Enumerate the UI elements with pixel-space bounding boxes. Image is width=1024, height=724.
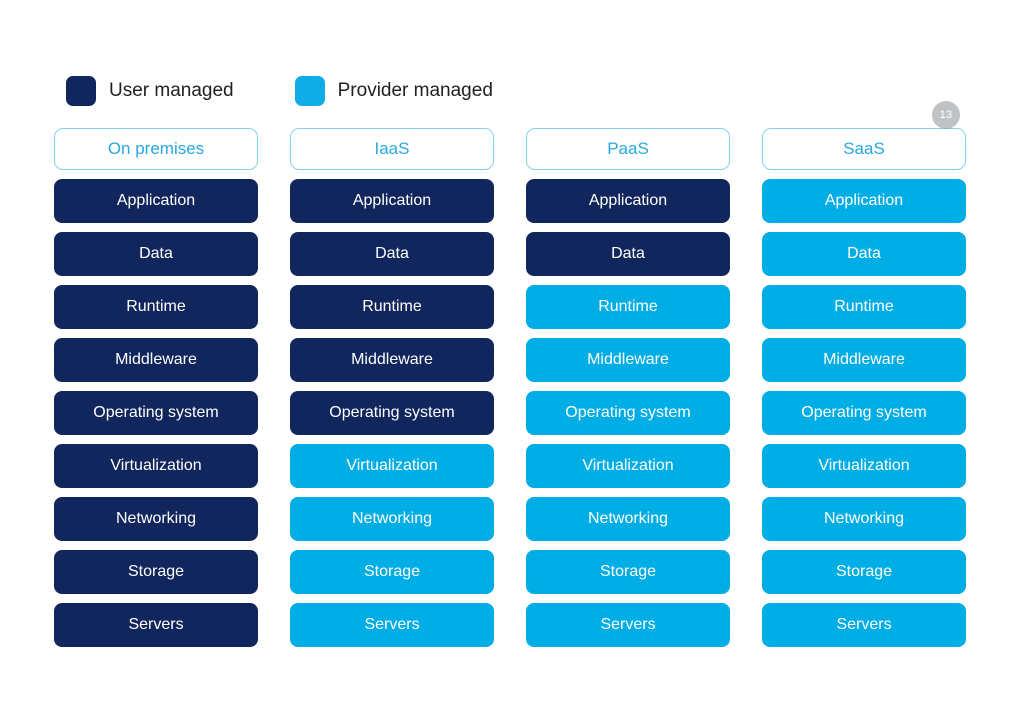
layer-saas-virtualization[interactable]: Virtualization: [762, 444, 966, 488]
layer-saas-networking[interactable]: Networking: [762, 497, 966, 541]
layer-on-premises-runtime[interactable]: Runtime: [54, 285, 258, 329]
legend-label-provider-managed: Provider managed: [337, 80, 493, 101]
column-header-on-premises[interactable]: On premises: [54, 128, 258, 170]
legend: User managed Provider managed: [66, 76, 493, 106]
layer-paas-operating-system[interactable]: Operating system: [526, 391, 730, 435]
legend-label-user-managed: User managed: [109, 80, 234, 101]
legend-swatch-user-managed-icon: [66, 76, 96, 106]
column-header-paas[interactable]: PaaS: [526, 128, 730, 170]
layer-saas-middleware[interactable]: Middleware: [762, 338, 966, 382]
layer-on-premises-middleware[interactable]: Middleware: [54, 338, 258, 382]
layer-iaas-operating-system[interactable]: Operating system: [290, 391, 494, 435]
layer-on-premises-virtualization[interactable]: Virtualization: [54, 444, 258, 488]
layer-iaas-data[interactable]: Data: [290, 232, 494, 276]
layer-on-premises-networking[interactable]: Networking: [54, 497, 258, 541]
column-header-saas[interactable]: SaaS: [762, 128, 966, 170]
column-paas: PaaS Application Data Runtime Middleware…: [526, 128, 730, 647]
layer-saas-servers[interactable]: Servers: [762, 603, 966, 647]
layer-saas-data[interactable]: Data: [762, 232, 966, 276]
layer-saas-application[interactable]: Application: [762, 179, 966, 223]
layer-paas-data[interactable]: Data: [526, 232, 730, 276]
layer-paas-virtualization[interactable]: Virtualization: [526, 444, 730, 488]
layer-paas-networking[interactable]: Networking: [526, 497, 730, 541]
layer-on-premises-servers[interactable]: Servers: [54, 603, 258, 647]
layer-iaas-virtualization[interactable]: Virtualization: [290, 444, 494, 488]
legend-item-provider-managed: Provider managed: [294, 76, 493, 106]
layer-iaas-application[interactable]: Application: [290, 179, 494, 223]
layer-iaas-networking[interactable]: Networking: [290, 497, 494, 541]
column-header-iaas[interactable]: IaaS: [290, 128, 494, 170]
layer-paas-servers[interactable]: Servers: [526, 603, 730, 647]
layer-iaas-storage[interactable]: Storage: [290, 550, 494, 594]
layer-paas-runtime[interactable]: Runtime: [526, 285, 730, 329]
legend-swatch-provider-managed-icon: [294, 76, 325, 106]
layer-saas-runtime[interactable]: Runtime: [762, 285, 966, 329]
layer-iaas-runtime[interactable]: Runtime: [290, 285, 494, 329]
layer-paas-application[interactable]: Application: [526, 179, 730, 223]
layer-on-premises-storage[interactable]: Storage: [54, 550, 258, 594]
column-saas: SaaS Application Data Runtime Middleware…: [762, 128, 966, 647]
layer-iaas-servers[interactable]: Servers: [290, 603, 494, 647]
layer-iaas-middleware[interactable]: Middleware: [290, 338, 494, 382]
column-iaas: IaaS Application Data Runtime Middleware…: [290, 128, 494, 647]
layer-on-premises-operating-system[interactable]: Operating system: [54, 391, 258, 435]
layer-paas-storage[interactable]: Storage: [526, 550, 730, 594]
layer-saas-storage[interactable]: Storage: [762, 550, 966, 594]
layer-saas-operating-system[interactable]: Operating system: [762, 391, 966, 435]
layer-on-premises-application[interactable]: Application: [54, 179, 258, 223]
slide-number-badge: 13: [932, 101, 960, 129]
layer-paas-middleware[interactable]: Middleware: [526, 338, 730, 382]
column-on-premises: On premises Application Data Runtime Mid…: [54, 128, 258, 647]
legend-item-user-managed: User managed: [66, 76, 234, 106]
layer-on-premises-data[interactable]: Data: [54, 232, 258, 276]
responsibility-matrix: On premises Application Data Runtime Mid…: [54, 128, 970, 647]
